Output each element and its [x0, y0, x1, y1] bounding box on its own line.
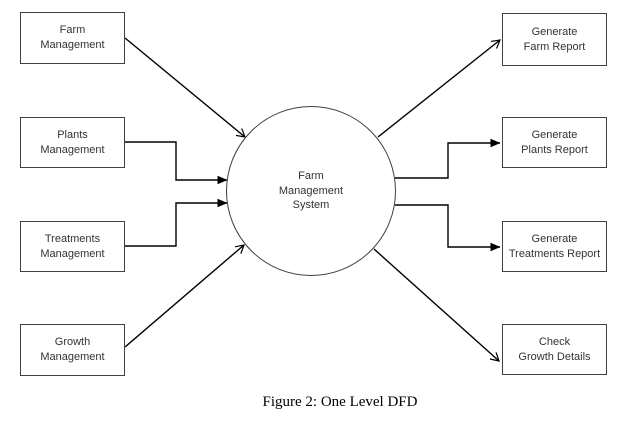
entity-label: Growth Management — [40, 336, 105, 363]
flow-farm-management-to-system — [124, 37, 245, 137]
entity-label: Generate Treatments Report — [508, 232, 601, 260]
entity-label: Treatments Management — [40, 232, 105, 260]
figure-caption: Figure 2: One Level DFD — [262, 394, 418, 410]
entity-generate-treatments-report: Generate Treatments Report — [502, 221, 607, 272]
entity-label: Farm Management — [40, 24, 105, 51]
entity-generate-farm-report: Generate Farm Report — [502, 13, 607, 66]
entity-label: Plants Management — [40, 128, 105, 156]
entity-label: Generate Farm Report — [523, 25, 586, 53]
flow-system-to-generate-plants-report — [395, 138, 501, 179]
process-farm-management-system: Farm Management System — [226, 106, 396, 276]
entity-farm-management: Farm Management — [20, 12, 125, 64]
flow-system-to-check-growth-details — [373, 248, 499, 361]
entity-label: Check Growth Details — [518, 335, 591, 363]
flow-system-to-generate-farm-report — [377, 40, 500, 138]
flow-treatments-management-to-system — [125, 198, 228, 247]
flow-growth-management-to-system — [124, 245, 244, 348]
process-label: Farm Management System — [278, 170, 344, 212]
entity-treatments-management: Treatments Management — [20, 221, 125, 272]
entity-check-growth-details: Check Growth Details — [502, 324, 607, 375]
flow-system-to-generate-treatments-report — [395, 204, 501, 252]
entity-label: Generate Plants Report — [521, 128, 588, 156]
entity-growth-management: Growth Management — [20, 324, 125, 376]
flow-plants-management-to-system — [125, 141, 228, 185]
entity-generate-plants-report: Generate Plants Report — [502, 117, 607, 168]
entity-plants-management: Plants Management — [20, 117, 125, 168]
